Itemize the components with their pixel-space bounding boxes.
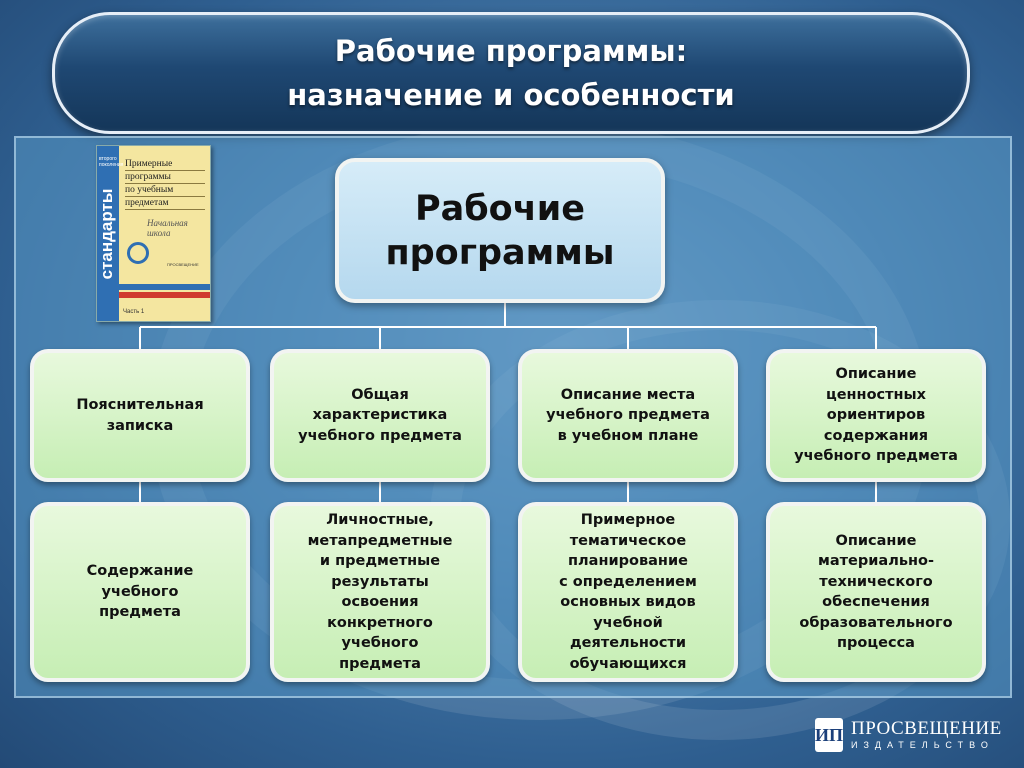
book-part: Часть 1 [123, 309, 145, 315]
book-subtitle: Начальная школа [147, 218, 188, 238]
slide-title: Рабочие программы: назначение и особенно… [52, 12, 970, 134]
node-place-in-curriculum: Описание места учебного предмета в учебн… [518, 349, 738, 482]
book-spine [97, 146, 119, 321]
publisher-name: ПРОСВЕЩЕНИЕ [851, 718, 1002, 739]
book-publisher: ПРОСВЕЩЕНИЕ [167, 262, 199, 267]
publisher-logo: ИП ПРОСВЕЩЕНИЕ ИЗДАТЕЛЬСТВО [815, 718, 1002, 752]
root-node-work-programs: Рабочие программы [335, 158, 665, 303]
book-series-text: второго поколения [99, 156, 124, 168]
node-subject-content: Содержание учебного предмета [30, 502, 250, 682]
node-value-orientations: Описание ценностных ориентиров содержани… [766, 349, 986, 482]
book-heading-line: программы [125, 171, 205, 184]
book-heading-line: Примерные [125, 158, 205, 171]
node-learning-results: Личностные, метапредметные и предметные … [270, 502, 490, 682]
book-logo-icon [127, 242, 149, 264]
publisher-subtitle: ИЗДАТЕЛЬСТВО [851, 740, 994, 750]
publisher-logo-icon: ИП [815, 718, 843, 752]
node-explanatory-note: Пояснительная записка [30, 349, 250, 482]
slide-title-line-2: назначение и особенности [287, 78, 735, 112]
book-heading-line: предметам [125, 197, 205, 210]
book-heading-line: по учебным [125, 184, 205, 197]
node-material-support: Описание материально- технического обесп… [766, 502, 986, 682]
node-thematic-planning: Примерное тематическое планирование с оп… [518, 502, 738, 682]
book-stripe [119, 292, 210, 298]
book-cover-image: стандарты второго поколения Примерные пр… [96, 145, 211, 322]
book-heading: Примерные программы по учебным предметам [125, 158, 205, 210]
book-stripe [119, 284, 210, 290]
slide-title-line-1: Рабочие программы: [334, 34, 688, 68]
node-general-characteristics: Общая характеристика учебного предмета [270, 349, 490, 482]
